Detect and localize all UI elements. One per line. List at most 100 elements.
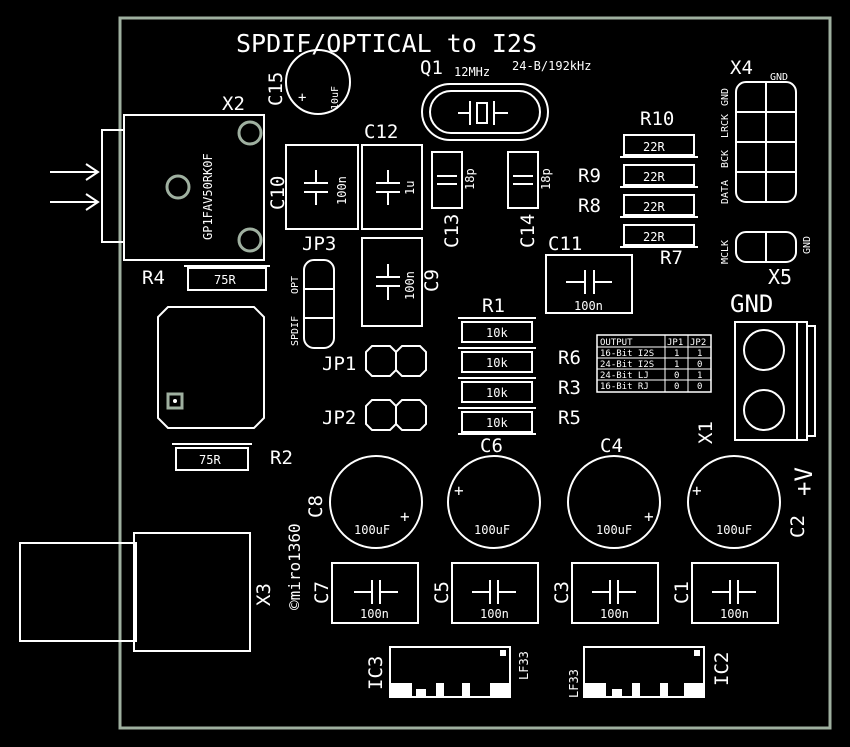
r7-value: 22R: [643, 230, 665, 244]
q1-value: 12MHz: [454, 65, 490, 79]
c4-value: 100uF: [596, 523, 632, 537]
jp1-ref: JP1: [322, 353, 356, 375]
cap-c13: 18p C13: [431, 151, 477, 248]
c4-ref: C4: [600, 435, 623, 457]
table-cell: 1: [674, 349, 679, 359]
spdif-module: [157, 306, 265, 429]
cap-c9: 100n C9: [361, 237, 443, 327]
c3-value: 100n: [600, 607, 629, 621]
c9-value: 100n: [403, 271, 417, 300]
resistor-r2: 75R R2: [172, 443, 293, 471]
x2-part: GP1FAV50RK0F: [201, 153, 215, 240]
x4-pin-gnd-mclk: GND: [802, 236, 813, 254]
jumper-jp2: JP2: [322, 399, 427, 431]
x4-pin-mclk: MCLK: [720, 240, 731, 264]
c7-ref: C7: [311, 581, 333, 604]
jp2-ref: JP2: [322, 407, 356, 429]
table-cell: 1: [674, 360, 679, 370]
output-table: OUTPUT JP1 JP2 16-Bit I2S 1 1 24-Bit I2S…: [596, 334, 712, 393]
r1-ref: R1: [482, 295, 505, 317]
ic3-value: LF33: [517, 651, 531, 680]
table-row: 24-Bit I2S: [600, 360, 654, 370]
c8-value: 100uF: [354, 523, 390, 537]
r9-value: 22R: [643, 170, 665, 184]
c7-value: 100n: [360, 607, 389, 621]
x4-pin-bck: BCK: [720, 150, 731, 168]
table-cell: 1: [697, 371, 702, 381]
cap-c15: + 10uF C15: [265, 49, 351, 115]
cap-c3: 100n C3: [551, 562, 659, 624]
jumper-jp3: JP3 OPT SPDIF: [290, 233, 336, 349]
r7-ref: R7: [660, 247, 683, 269]
x1-v-label: +V: [790, 467, 818, 496]
x2-ref: X2: [222, 93, 245, 115]
x3-ref: X3: [253, 583, 275, 606]
table-row: 16-Bit RJ: [600, 382, 649, 392]
table-header-jp2: JP2: [690, 338, 706, 348]
svg-text:+: +: [692, 481, 702, 500]
r1-value: 10k: [486, 326, 508, 340]
table-cell: 0: [674, 371, 679, 381]
author-credit: ©miro1360: [285, 523, 304, 610]
ic3-ref: IC3: [365, 656, 387, 690]
x4-pin-gnd: GND: [720, 88, 731, 106]
c11-value: 100n: [574, 299, 603, 313]
svg-text:+: +: [644, 507, 654, 526]
r3-ref: R3: [558, 377, 581, 399]
terminal-block-x5-x1: X5 GND X1 +V: [695, 265, 818, 496]
table-cell: 0: [674, 382, 679, 392]
cap-c11: C11 100n: [545, 233, 633, 314]
resistors-r7-r10: R10 22R R9 22R R8 22R 22R R7: [578, 108, 698, 269]
jp3-spdif: SPDIF: [290, 316, 301, 346]
c5-value: 100n: [480, 607, 509, 621]
table-row: 16-Bit I2S: [600, 349, 654, 359]
x4-pin-gnd-top: GND: [770, 72, 788, 83]
table-cell: 0: [697, 360, 702, 370]
x5-ref: X5: [768, 265, 792, 289]
r9-ref: R9: [578, 165, 601, 187]
cap-c14: 18p C14: [507, 151, 553, 248]
r8-value: 22R: [643, 200, 665, 214]
light-arrows-icon: [50, 163, 100, 211]
x4-ref: X4: [730, 57, 753, 79]
c2-value: 100uF: [716, 523, 752, 537]
c14-value: 18p: [539, 168, 553, 190]
ic2-value: LF33: [567, 669, 581, 698]
r2-value: 75R: [199, 453, 221, 467]
table-header-jp1: JP1: [667, 338, 683, 348]
c13-ref: C13: [441, 214, 463, 248]
c12-ref: C12: [364, 121, 398, 143]
header-x4: X4 GND GND LRCK BCK DATA MCLK GND: [720, 57, 813, 264]
regulator-ic3: IC3 LF33: [365, 646, 531, 698]
c10-ref: C10: [267, 176, 289, 210]
q1-ref: Q1: [420, 57, 443, 79]
cap-c10: 100n C10: [267, 144, 359, 230]
optical-receiver-x2: X2 GP1FAV50RK0F: [50, 93, 265, 261]
r5-ref: R5: [558, 407, 581, 429]
c6-ref: C6: [480, 435, 503, 457]
c6-value: 100uF: [474, 523, 510, 537]
c10-value: 100n: [335, 176, 349, 205]
cap-c6: + 100uF C6: [447, 435, 541, 549]
jumper-jp1: JP1: [322, 345, 427, 377]
svg-text:+: +: [454, 481, 464, 500]
c13-value: 18p: [463, 168, 477, 190]
c1-ref: C1: [671, 581, 693, 604]
c15-value: 10uF: [330, 86, 341, 110]
c15-ref: C15: [265, 72, 287, 106]
c1-value: 100n: [720, 607, 749, 621]
jp3-ref: JP3: [302, 233, 336, 255]
x4-pin-data: DATA: [720, 180, 731, 204]
crystal-q1: Q1 12MHz 24-B/192kHz: [420, 57, 591, 141]
ic2-ref: IC2: [711, 652, 733, 686]
c14-ref: C14: [517, 214, 539, 248]
cap-c4: + 100uF C4: [567, 435, 661, 549]
table-row: 24-Bit LJ: [600, 371, 649, 381]
r6-value: 10k: [486, 356, 508, 370]
r4-ref: R4: [142, 267, 165, 289]
resistors-r1-r6: R1 10k 10k R6 10k R3 10k R5: [458, 295, 581, 435]
c5-ref: C5: [431, 581, 453, 604]
r4-value: 75R: [214, 273, 236, 287]
table-header-output: OUTPUT: [600, 338, 633, 348]
